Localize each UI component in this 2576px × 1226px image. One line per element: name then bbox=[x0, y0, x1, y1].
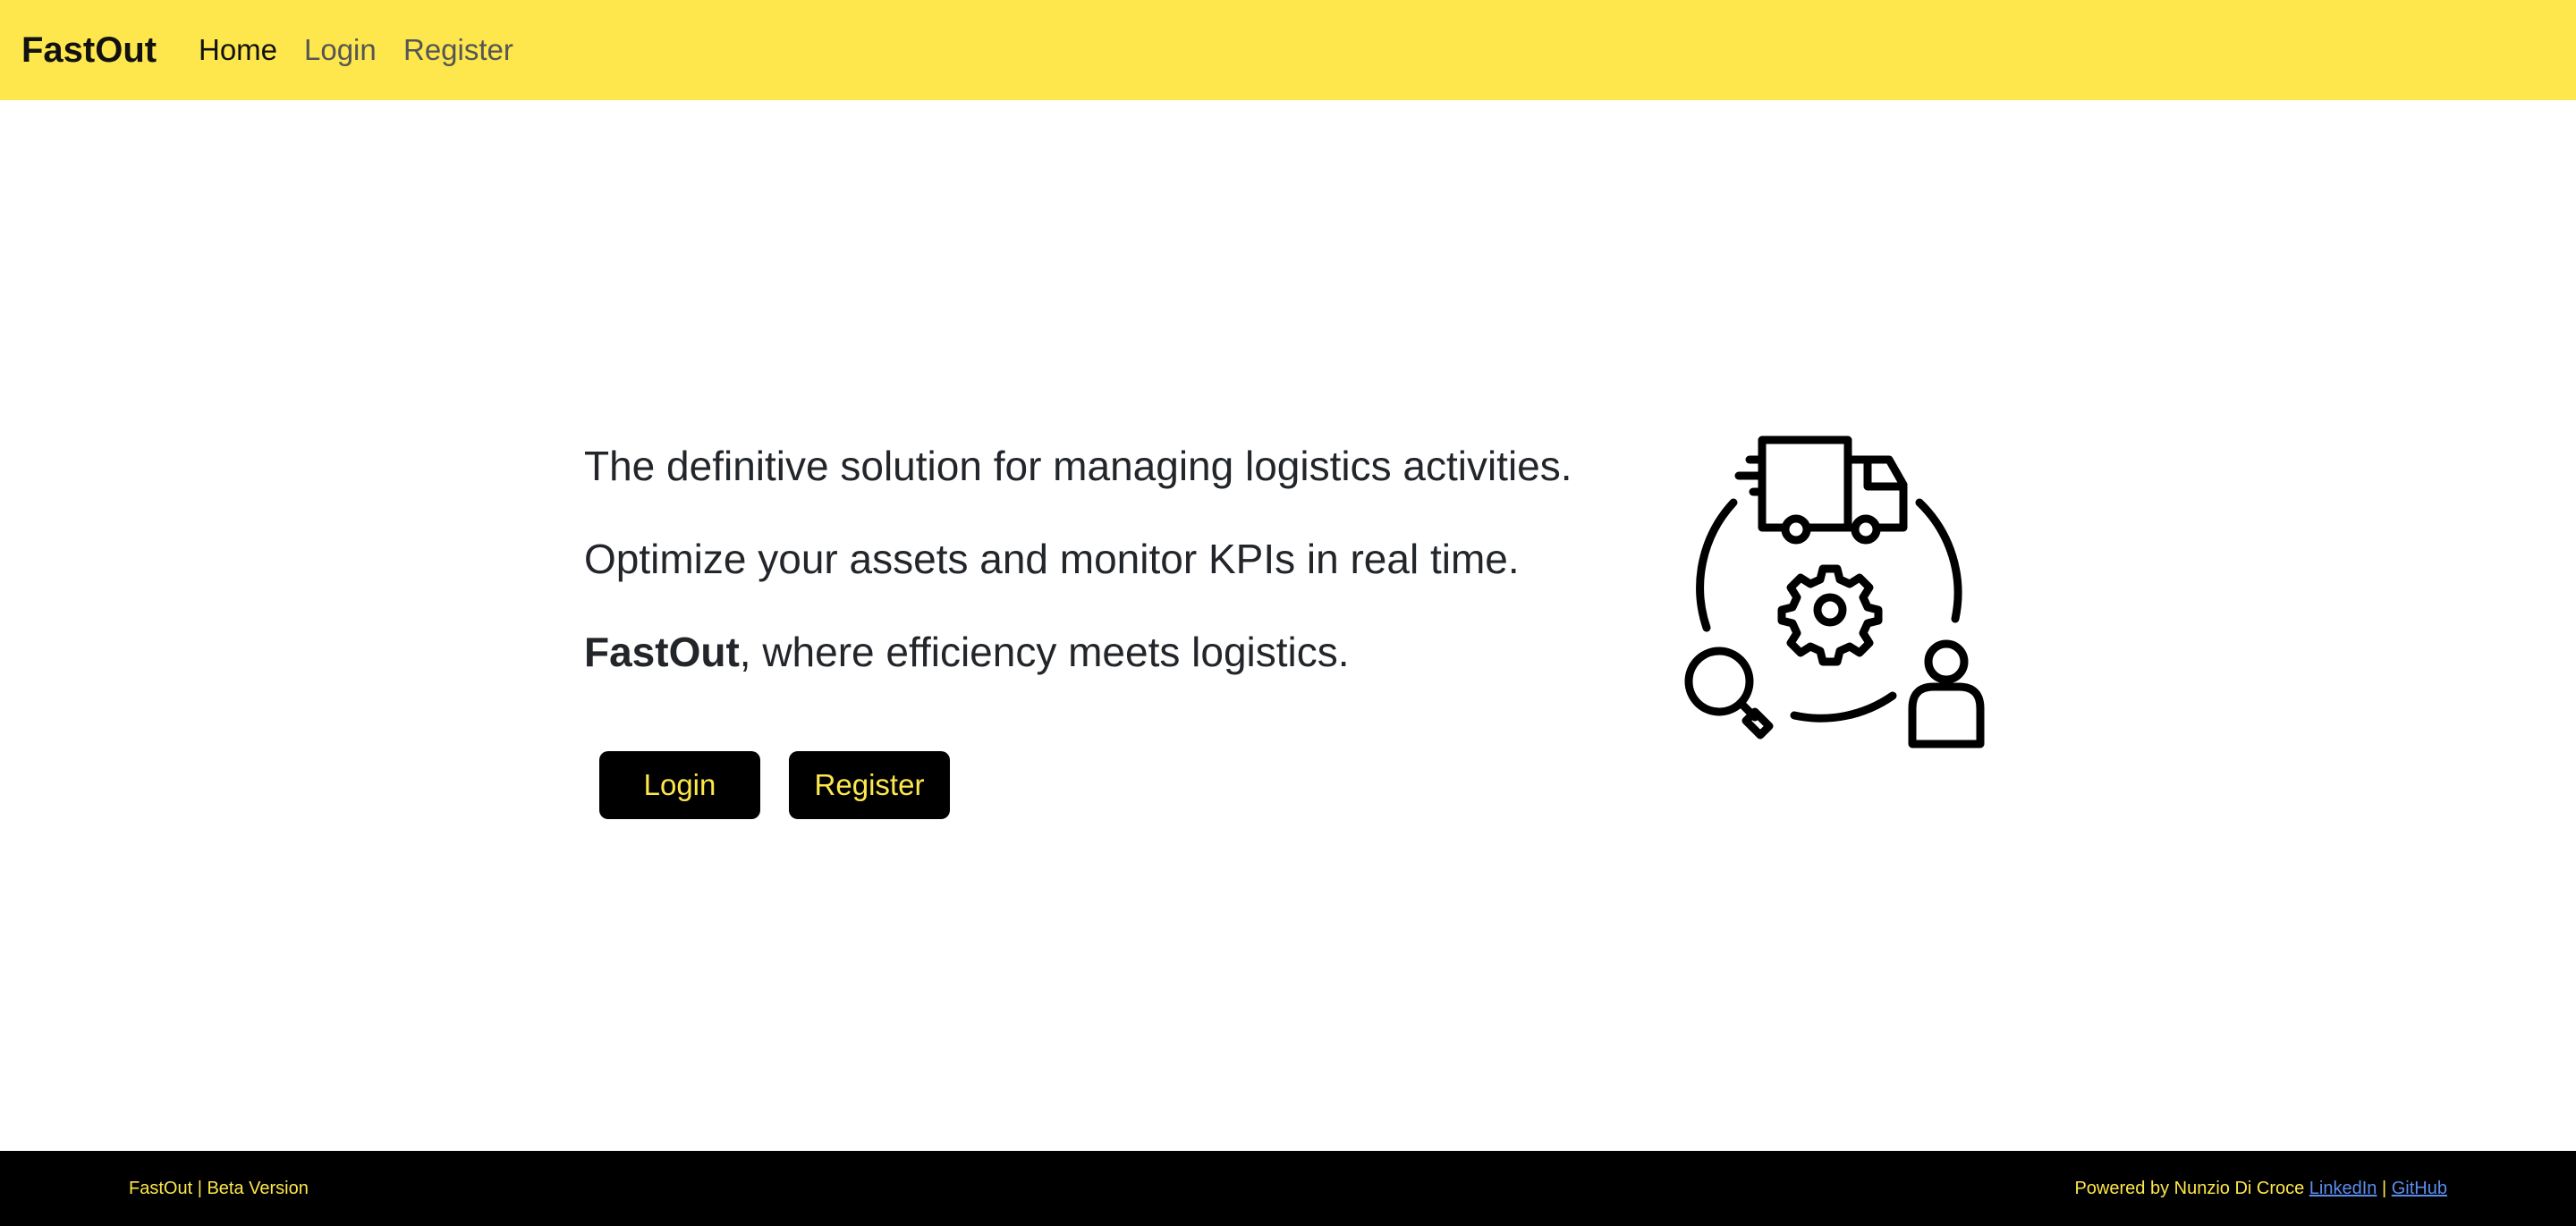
magnifier-icon bbox=[1684, 647, 1774, 740]
github-link[interactable]: GitHub bbox=[2391, 1179, 2447, 1198]
footer-powered-by: Powered by Nunzio Di Croce bbox=[2074, 1179, 2305, 1198]
linkedin-link[interactable]: LinkedIn bbox=[2309, 1179, 2377, 1198]
hero-brand-name: FastOut bbox=[584, 629, 740, 675]
hero-tagline-3: FastOut, where efficiency meets logistic… bbox=[584, 625, 1350, 679]
hero-tagline-2: Optimize your assets and monitor KPIs in… bbox=[584, 536, 1520, 582]
circle-arc-left-icon bbox=[1696, 498, 1738, 632]
login-button[interactable]: Login bbox=[599, 751, 760, 819]
footer-separator: | bbox=[2381, 1179, 2387, 1198]
nav-link-register[interactable]: Register bbox=[403, 33, 513, 66]
person-icon bbox=[1908, 639, 1985, 748]
nav-link-login[interactable]: Login bbox=[304, 33, 377, 66]
hero-tagline-1: The definitive solution for managing log… bbox=[584, 443, 1572, 489]
navbar-brand[interactable]: FastOut bbox=[21, 30, 157, 70]
footer: FastOut | Beta Version Powered by Nunzio… bbox=[0, 1151, 2576, 1226]
hero-tagline-3-rest: , where efficiency meets logistics. bbox=[739, 629, 1350, 675]
circle-arc-right-icon bbox=[1915, 498, 1962, 623]
circle-arc-bottom-icon bbox=[1790, 691, 1897, 723]
footer-credits: Powered by Nunzio Di Croce LinkedIn | Gi… bbox=[2074, 1178, 2447, 1199]
register-button[interactable]: Register bbox=[789, 751, 950, 819]
logistics-illustration bbox=[1684, 435, 1985, 748]
gear-icon bbox=[1777, 564, 1883, 666]
footer-version: FastOut | Beta Version bbox=[129, 1179, 309, 1198]
navbar: FastOut Home Login Register bbox=[0, 0, 2576, 100]
truck-icon bbox=[1734, 435, 1908, 545]
nav-link-home[interactable]: Home bbox=[199, 33, 278, 66]
